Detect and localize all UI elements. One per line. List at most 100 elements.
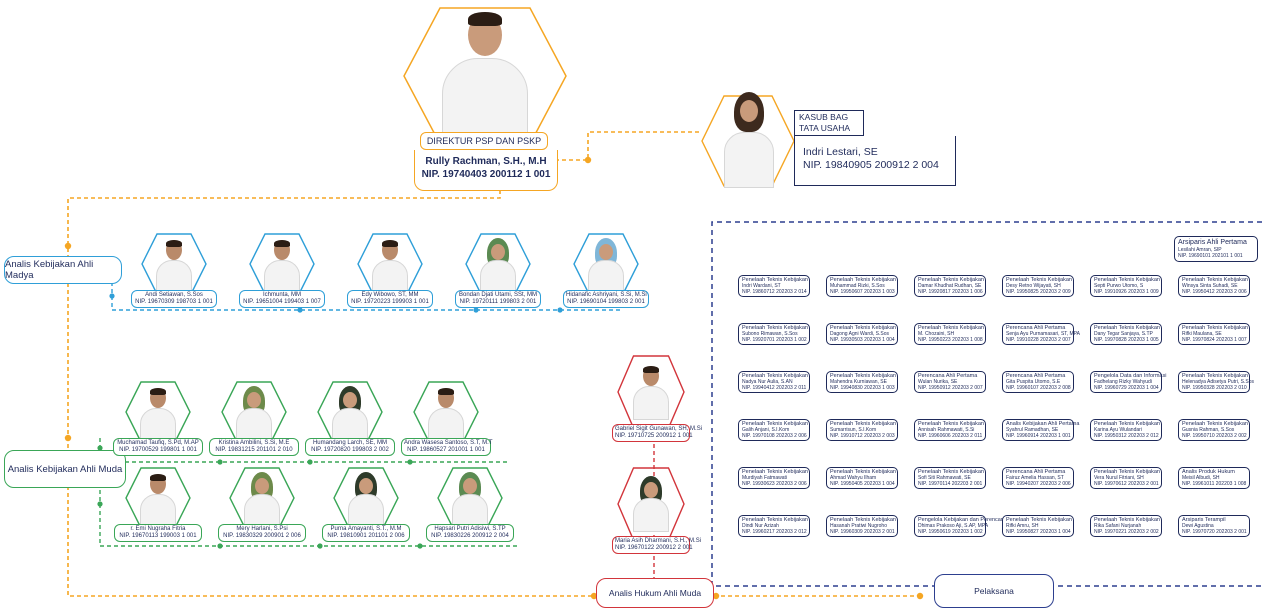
kasub-info: Indri Lestari, SE NIP. 19840905 200912 2… bbox=[794, 136, 956, 186]
pelaksana-card-nip: NIP. 19950412 202203 2 006 bbox=[1182, 289, 1247, 295]
kasub-photo bbox=[724, 92, 774, 188]
torso-shape bbox=[633, 386, 669, 420]
pelaksana-card-name: Subono Rimawan, S.Sos bbox=[742, 331, 798, 337]
member-nip: NIP. 19831215 201101 2 010 bbox=[215, 447, 293, 453]
pelaksana-card-title: Penelaah Teknis Kebijakan bbox=[742, 373, 808, 379]
group-pelaksana-label: Pelaksana bbox=[974, 586, 1014, 596]
member-nip: NIP. 19860527 201001 1 001 bbox=[407, 447, 485, 453]
torso-shape bbox=[332, 408, 368, 442]
face-shape bbox=[343, 392, 357, 408]
member-nip: NIP. 19670113 199003 1 001 bbox=[119, 533, 197, 539]
pelaksana-card-name: Dewi Agustina bbox=[1182, 523, 1214, 529]
hair-shape bbox=[382, 240, 398, 247]
torso-shape bbox=[264, 260, 300, 294]
member-nip: NIP. 19690104 199803 2 001 bbox=[567, 299, 645, 305]
pelaksana-card-title: Penelaah Teknis Kebijakan bbox=[742, 469, 808, 475]
pelaksana-card-nip: NIP. 19970612 202203 2 001 bbox=[1094, 481, 1159, 487]
pelaksana-card-nip: NIP. 19940412 202203 2 011 bbox=[742, 385, 807, 391]
pelaksana-card-title: Perencana Ahli Pertama bbox=[1006, 469, 1066, 475]
member-name: Hidanafic Ashriyani, S.Si, M.Si bbox=[566, 292, 647, 298]
member-photo bbox=[154, 236, 194, 294]
group-muda-label: Analis Kebijakan Ahli Muda bbox=[7, 463, 123, 475]
pelaksana-card-title: Penelaah Teknis Kebijakan bbox=[830, 373, 896, 379]
hair-shape bbox=[438, 388, 454, 395]
kasub-name: Indri Lestari, SE bbox=[803, 146, 878, 158]
pelaksana-card-name: Fairuz Amelia Hassan, ST bbox=[1006, 475, 1064, 481]
face-shape bbox=[491, 244, 505, 260]
pelaksana-card-title: Penelaah Teknis Kebijakan bbox=[1006, 517, 1072, 523]
pelaksana-card-nip: NIP. 19970114 202203 2 001 bbox=[918, 481, 983, 487]
member-nip: NIP. 19670309 198703 1 001 bbox=[135, 299, 213, 305]
pelaksana-card-title: Penelaah Teknis Kebijakan bbox=[1182, 277, 1248, 283]
hair-shape bbox=[166, 240, 182, 247]
torso-shape bbox=[244, 494, 280, 528]
group-madya-label: Analis Kebijakan Ahli Madya bbox=[5, 259, 94, 281]
member-photo bbox=[631, 474, 671, 532]
member-photo bbox=[138, 384, 178, 442]
pelaksana-card-title: Penelaah Teknis Kebijakan bbox=[742, 421, 808, 427]
pelaksana-card-nip: NIP. 19950825 202203 2 009 bbox=[1006, 289, 1071, 295]
pelaksana-card-title: Analis Kebijakan Ahli Pertama bbox=[1006, 421, 1080, 427]
pelaksana-card-nip: NIP. 19960309 202203 2 001 bbox=[830, 529, 895, 535]
pelaksana-card-name: Meisil Albudi, SH bbox=[1182, 475, 1220, 481]
torso-shape bbox=[140, 494, 176, 528]
hair-shape bbox=[150, 388, 166, 395]
torso-shape bbox=[140, 408, 176, 442]
torso-shape bbox=[236, 408, 272, 442]
pelaksana-card-name: Septi Purwo Utomo, S bbox=[1094, 283, 1144, 289]
pelaksana-card-nip: NIP. 19910228 202203 2 007 bbox=[1006, 337, 1071, 343]
pelaksana-card-title: Pengelola Kebijakan dan Perencanaan bbox=[918, 517, 1014, 523]
pelaksana-card-title: Perencana Ahli Pertama bbox=[1006, 373, 1066, 379]
member-photo bbox=[234, 384, 274, 442]
pelaksana-card-name: Damar Khudhat Rudhan, SE bbox=[918, 283, 982, 289]
pelaksana-card-nip: NIP. 19970828 202203 1 005 bbox=[1094, 337, 1159, 343]
pelaksana-card-name: Murdiyah Fatmawati bbox=[742, 475, 788, 481]
pelaksana-card-nip: NIP. 19910712 202203 2 003 bbox=[830, 433, 895, 439]
group-madya-box: Analis Kebijakan Ahli Madya bbox=[4, 256, 122, 284]
director-photo bbox=[440, 10, 530, 138]
pelaksana-card-name: Dagong Agni Wardi, S.Sos bbox=[830, 331, 890, 337]
member-nip: NIP. 19651004 199403 1 007 bbox=[243, 299, 321, 305]
pelaksana-card-name: Muhammad Rizki, S.Sos bbox=[830, 283, 885, 289]
pelaksana-card-name: Annisah Rahmawati, S.Si bbox=[918, 427, 975, 433]
kasub-title-line2: TATA USAHA bbox=[799, 123, 851, 133]
pelaksana-card-nip: NIP. 19950607 202203 1 003 bbox=[830, 289, 895, 295]
pelaksana-card-nip: NIP. 19950912 202203 2 007 bbox=[918, 385, 983, 391]
pelaksana-card-nip: NIP. 19920817 202203 1 006 bbox=[918, 289, 983, 295]
pelaksana-card-title: Penelaah Teknis Kebijakan bbox=[1182, 421, 1248, 427]
pelaksana-card-name: Dhimas Prakoso Aji, S.AP, MPA bbox=[918, 523, 989, 529]
member-nip: NIP. 19710725 200912 1 001 bbox=[615, 433, 693, 439]
pelaksana-card-name: Senja Ayu Purnamasari, ST, MPA bbox=[1006, 331, 1081, 337]
member-nip: NIP. 19700529 199801 1 001 bbox=[119, 447, 197, 453]
pelaksana-card-title: Penelaah Teknis Kebijakan bbox=[1182, 325, 1248, 331]
pelaksana-card-title: Penelaah Teknis Kebijakan bbox=[918, 469, 984, 475]
pelaksana-card-name: M. Chozaini, SH bbox=[918, 331, 955, 337]
face-shape bbox=[247, 392, 261, 408]
pelaksana-card-nip: NIP. 19950619 202203 1 002 bbox=[918, 529, 983, 535]
pelaksana-card-name: Hasanah Pratiwi Nugroho bbox=[830, 523, 887, 529]
pelaksana-card-title: Penelaah Teknis Kebijakan bbox=[1006, 277, 1072, 283]
torso-shape bbox=[480, 260, 516, 294]
pelaksana-card-title: Arsiparis Terampil bbox=[1182, 517, 1226, 523]
face-shape bbox=[255, 478, 269, 494]
torso-shape bbox=[348, 494, 384, 528]
pelaksana-card-title: Penelaah Teknis Kebijakan bbox=[830, 277, 896, 283]
pelaksana-card-name: Gita Puspita Utomo, S.E bbox=[1006, 379, 1061, 385]
